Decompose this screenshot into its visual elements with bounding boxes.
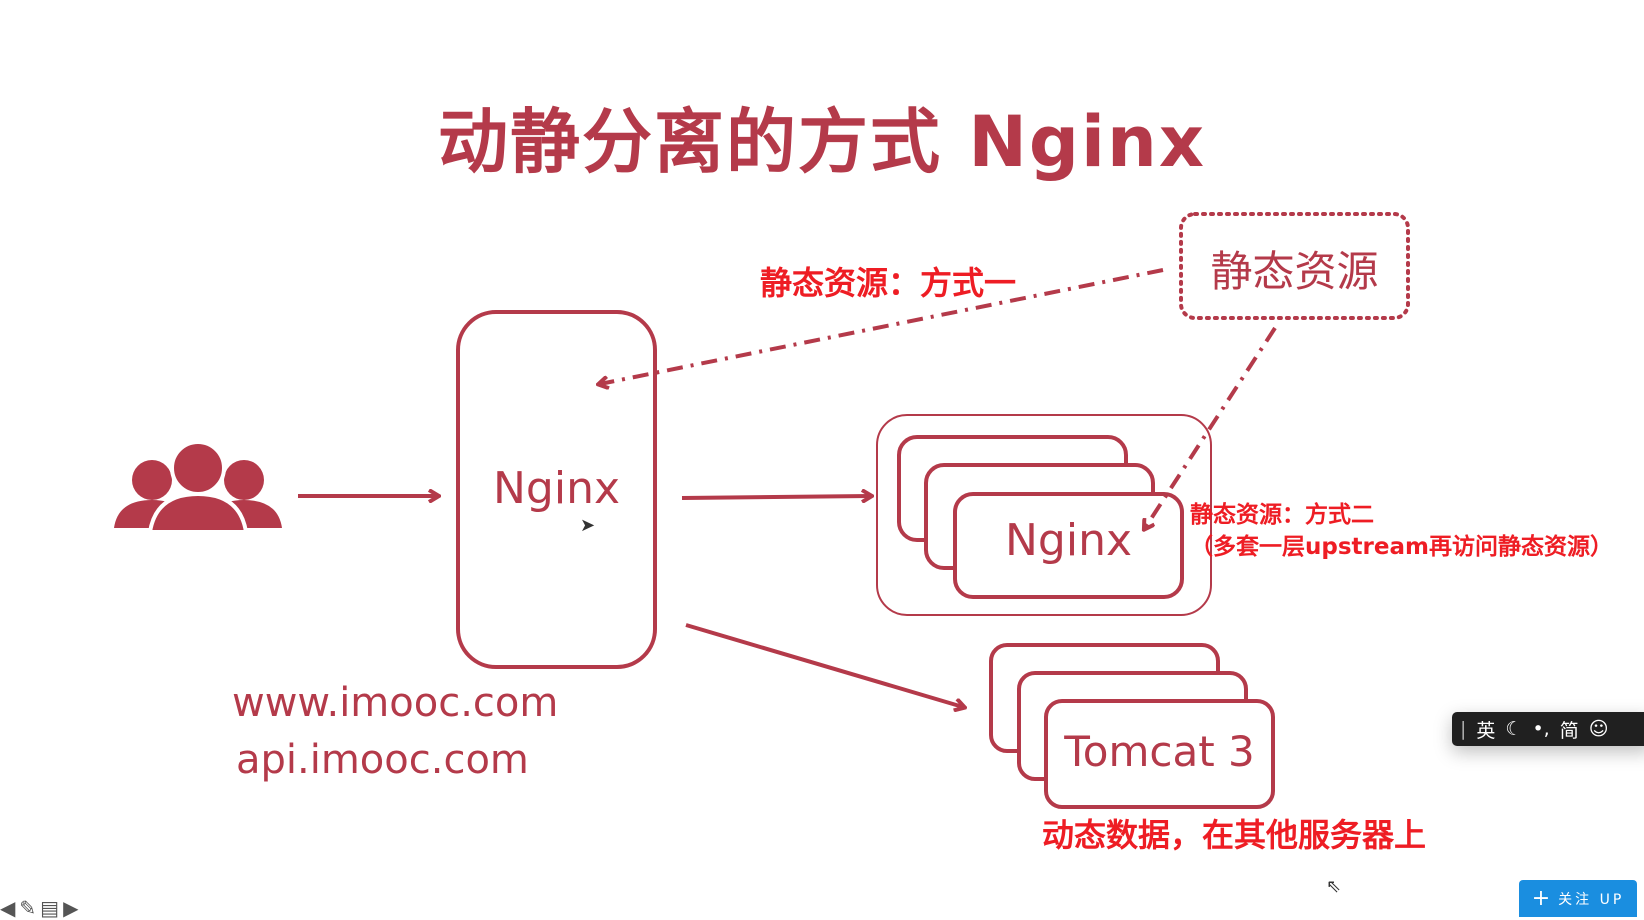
nginx-cluster — [876, 414, 1212, 616]
arrow-nginx-to-tomcat — [685, 623, 963, 707]
arrow-static-method-two — [1145, 326, 1277, 528]
follow-up-button[interactable]: + 关注 UP — [1519, 880, 1637, 917]
pointer-outline-icon: ⇖ — [1326, 876, 1342, 897]
mouse-pointer-icon: ➤ — [580, 515, 596, 536]
pencil-icon[interactable]: ✎ — [19, 896, 37, 920]
nginx-cluster-label: Nginx — [1005, 515, 1132, 566]
main-nginx-label: Nginx — [493, 463, 620, 514]
plus-icon: + — [1531, 886, 1551, 911]
static-resource-box — [1179, 212, 1410, 320]
annotation-method-two: 静态资源：方式二 — [1190, 502, 1374, 528]
annotation-method-one: 静态资源：方式一 — [760, 264, 1017, 302]
ime-language-toggle[interactable]: 英 — [1476, 719, 1496, 742]
ime-punctuation-toggle[interactable]: •, — [1532, 718, 1550, 740]
smiley-icon[interactable]: ☺ — [1588, 718, 1609, 740]
domain-api: api.imooc.com — [236, 737, 529, 783]
forward-arrow-icon[interactable]: ▶ — [63, 896, 79, 920]
arrow-static-method-one — [600, 268, 1164, 384]
ime-divider: | — [1460, 718, 1467, 740]
ime-toolbar[interactable]: | 英 ☾ •, 简 ☺ — [1452, 712, 1644, 746]
slide-title: 动静分离的方式 Nginx — [437, 101, 1207, 183]
follow-label: 关注 UP — [1558, 891, 1625, 908]
back-arrow-icon[interactable]: ◀ — [0, 896, 16, 920]
moon-icon[interactable]: ☾ — [1505, 718, 1523, 740]
annotation-dynamic-data: 动态数据，在其他服务器上 — [1042, 816, 1427, 854]
main-nginx-box — [456, 310, 657, 669]
domain-www: www.imooc.com — [232, 680, 559, 726]
users-icon — [114, 440, 282, 534]
notes-icon[interactable]: ▤ — [40, 896, 60, 920]
ime-simplified-toggle[interactable]: 简 — [1559, 719, 1579, 742]
tomcat-cluster — [989, 643, 1275, 809]
arrow-nginx-to-cluster — [681, 496, 870, 498]
player-toolbar: ◀ ✎ ▤ ▶ — [0, 896, 79, 920]
tomcat-label: Tomcat 3 — [1064, 727, 1255, 776]
annotation-method-two-detail: （多套一层upstream再访问静态资源） — [1190, 534, 1613, 560]
static-resource-label: 静态资源 — [1210, 247, 1379, 296]
